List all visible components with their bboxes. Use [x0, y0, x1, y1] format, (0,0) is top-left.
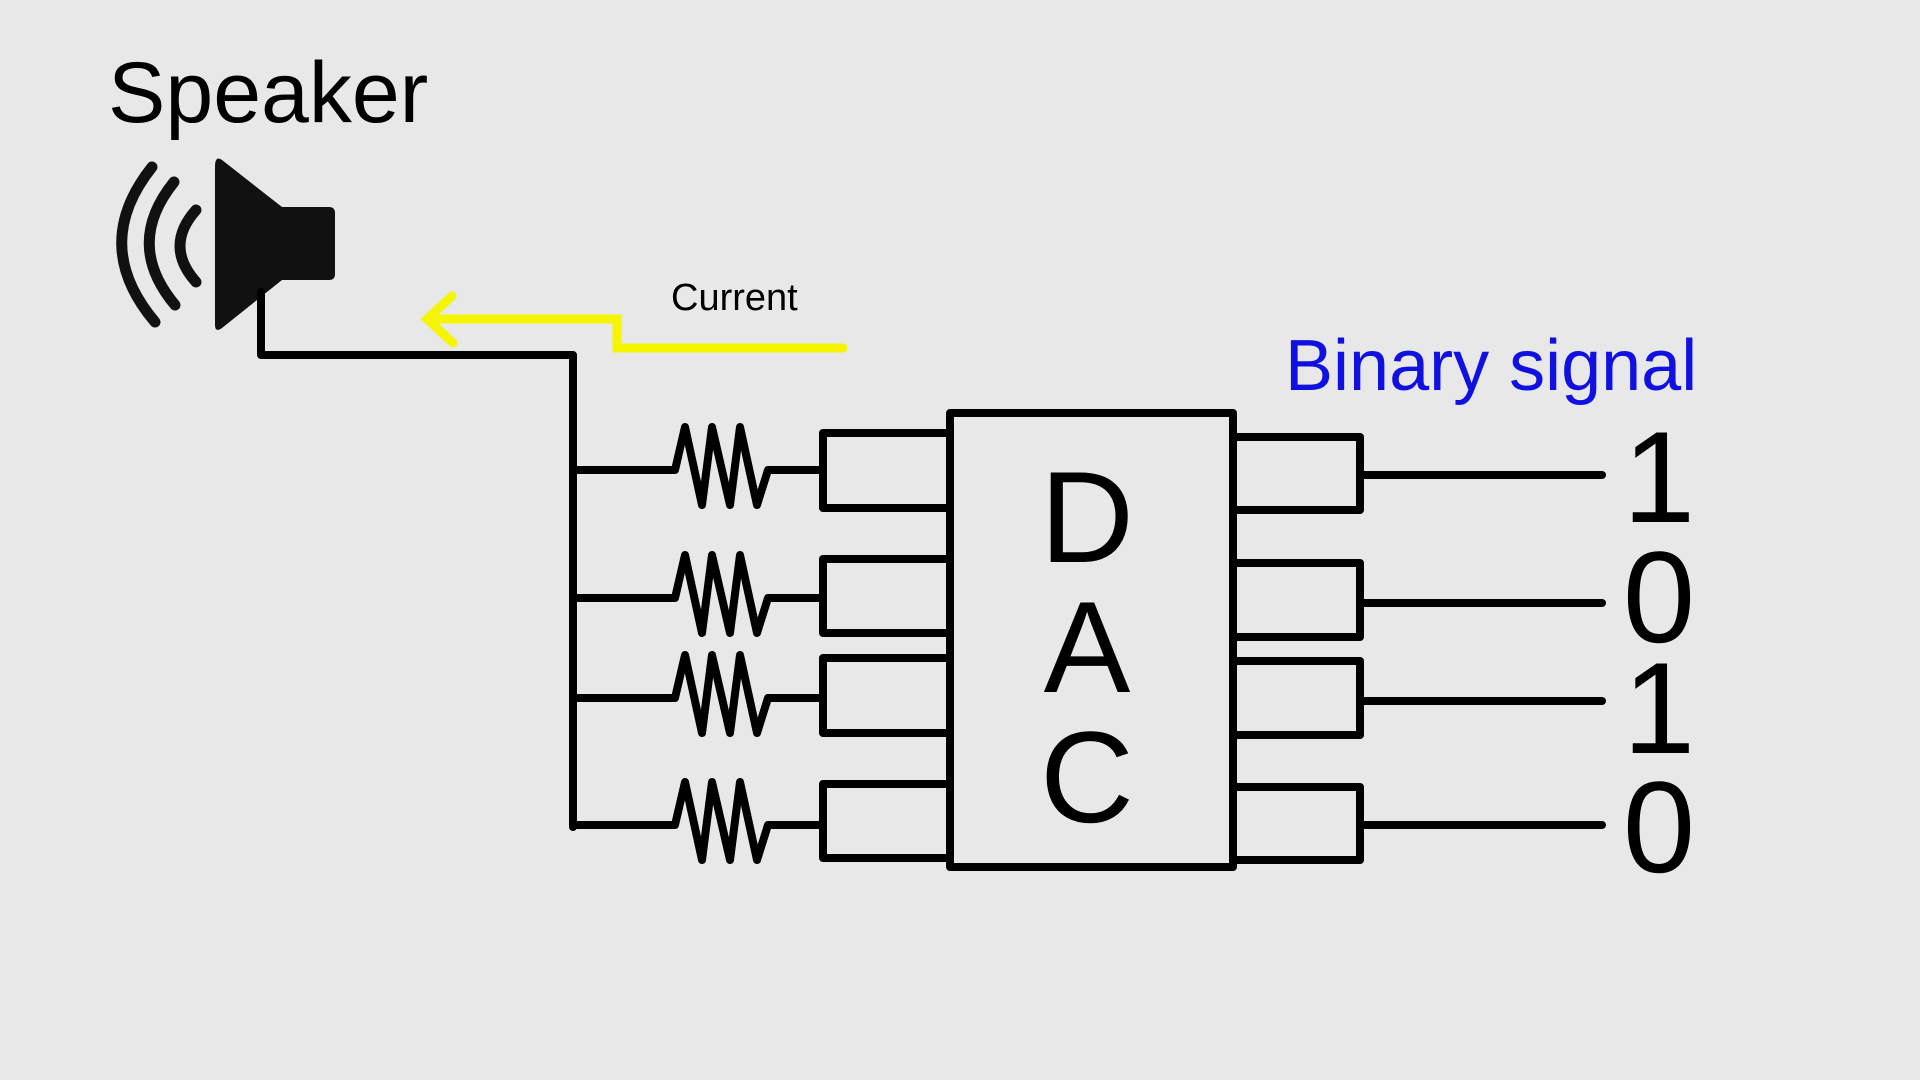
dac-letter-c: C [1040, 704, 1134, 850]
dac-output-pin [1233, 433, 1364, 514]
dac-input-pin [819, 780, 950, 862]
binary-bit-1: 0 [1623, 524, 1695, 670]
dac-letter-a: A [1044, 574, 1131, 720]
resistor [569, 551, 827, 637]
sound-wave-outer [116, 161, 161, 328]
dac-letter-d: D [1040, 444, 1134, 590]
current-arrow [420, 291, 848, 353]
dac-output-pin [1233, 783, 1364, 864]
speaker-wire [257, 288, 577, 831]
resistor [569, 651, 827, 737]
dac-output-pins [1233, 433, 1606, 864]
current-path [424, 314, 848, 353]
dac-input-pin [819, 429, 950, 512]
dac-input-pins [819, 429, 950, 862]
binary-bit-0: 1 [1623, 404, 1695, 550]
dac-chip-label: D A C [1040, 444, 1134, 850]
binary-bits: 1 0 1 0 [1623, 404, 1695, 900]
binary-bit-2: 1 [1623, 635, 1695, 781]
resistor [569, 778, 827, 864]
speaker-cone [215, 158, 335, 330]
speaker-label: Speaker [108, 45, 428, 141]
dac-output-pin [1233, 559, 1364, 641]
dac-input-pin [819, 654, 950, 737]
dac-output-pin [1233, 657, 1364, 739]
binary-signal-label: Binary signal [1285, 326, 1697, 406]
resistor [569, 423, 827, 509]
current-label: Current [671, 277, 798, 319]
dac-input-pin [819, 555, 950, 637]
sound-wave-inner [174, 204, 202, 288]
binary-bit-3: 0 [1623, 754, 1695, 900]
resistor-network [569, 423, 827, 864]
sound-wave-middle [143, 176, 181, 311]
speaker-icon [116, 158, 335, 330]
